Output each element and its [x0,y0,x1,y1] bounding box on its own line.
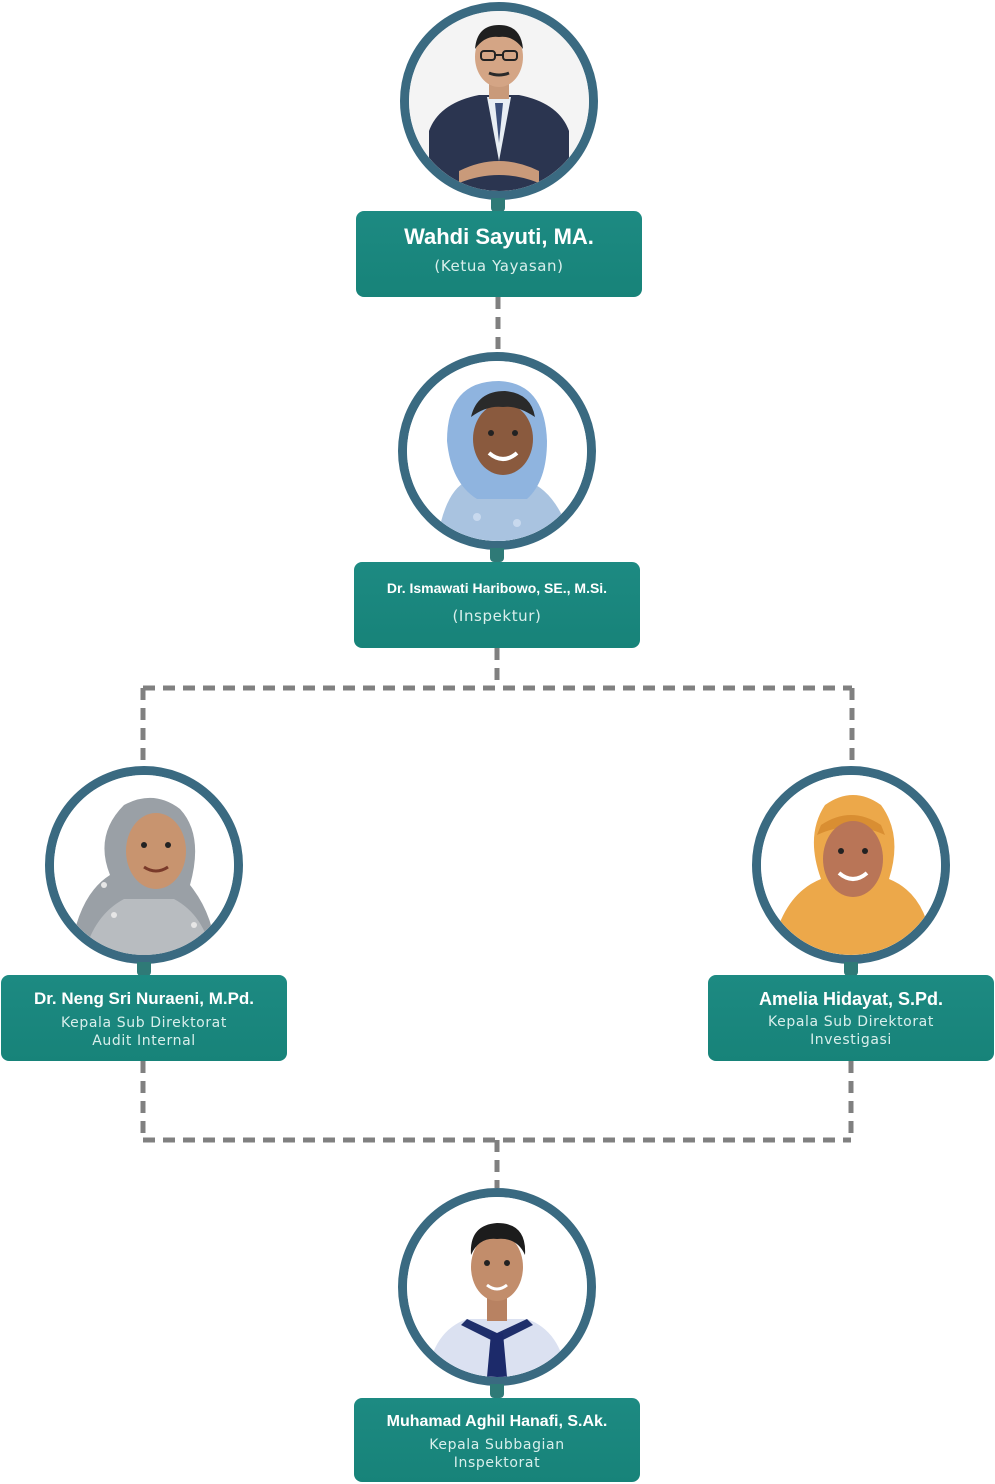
member-name: Wahdi Sayuti, MA. [404,224,594,249]
avatar-stem [490,1384,504,1398]
woman-in-orange-hijab-photo [761,775,941,955]
member-role-line2: Audit Internal [92,1033,196,1049]
member-card: Amelia Hidayat, S.Pd. Kepala Sub Direkto… [708,975,994,1061]
member-name: Amelia Hidayat, S.Pd. [758,989,944,1009]
avatar [400,2,598,200]
avatar [752,766,950,964]
avatar-stem [844,962,858,976]
avatar [398,1188,596,1386]
avatar-stem [137,962,151,976]
member-role-line1: Kepala Sub Direktorat [61,1015,227,1031]
member-card: Muhamad Aghil Hanafi, S.Ak. Kepala Subba… [354,1398,640,1482]
member-name: Dr. Ismawati Haribowo, SE., M.Si. [386,580,608,596]
member-name: Dr. Neng Sri Nuraeni, M.Pd. [33,989,255,1008]
young-man-with-blue-tie-photo [407,1197,587,1377]
avatar-stem [490,548,504,562]
member-role-line2: Investigasi [810,1032,892,1048]
member-role: (Ketua Yayasan) [434,257,564,275]
member-card: Wahdi Sayuti, MA. (Ketua Yayasan) [356,211,642,297]
avatar-stem [491,198,505,212]
member-role-line1: Kepala Subbagian [429,1437,565,1453]
avatar [45,766,243,964]
man-in-suit-with-glasses-photo [409,11,589,191]
avatar [398,352,596,550]
member-card: Dr. Ismawati Haribowo, SE., M.Si. (Inspe… [354,562,640,648]
member-name: Muhamad Aghil Hanafi, S.Ak. [386,1413,608,1430]
woman-in-light-blue-hijab-photo [407,361,587,541]
member-role: (Inspektur) [452,607,542,625]
woman-in-grey-hijab-photo [54,775,234,955]
member-role-line1: Kepala Sub Direktorat [768,1014,934,1030]
member-card: Dr. Neng Sri Nuraeni, M.Pd. Kepala Sub D… [1,975,287,1061]
member-role-line2: Inspektorat [453,1455,541,1471]
